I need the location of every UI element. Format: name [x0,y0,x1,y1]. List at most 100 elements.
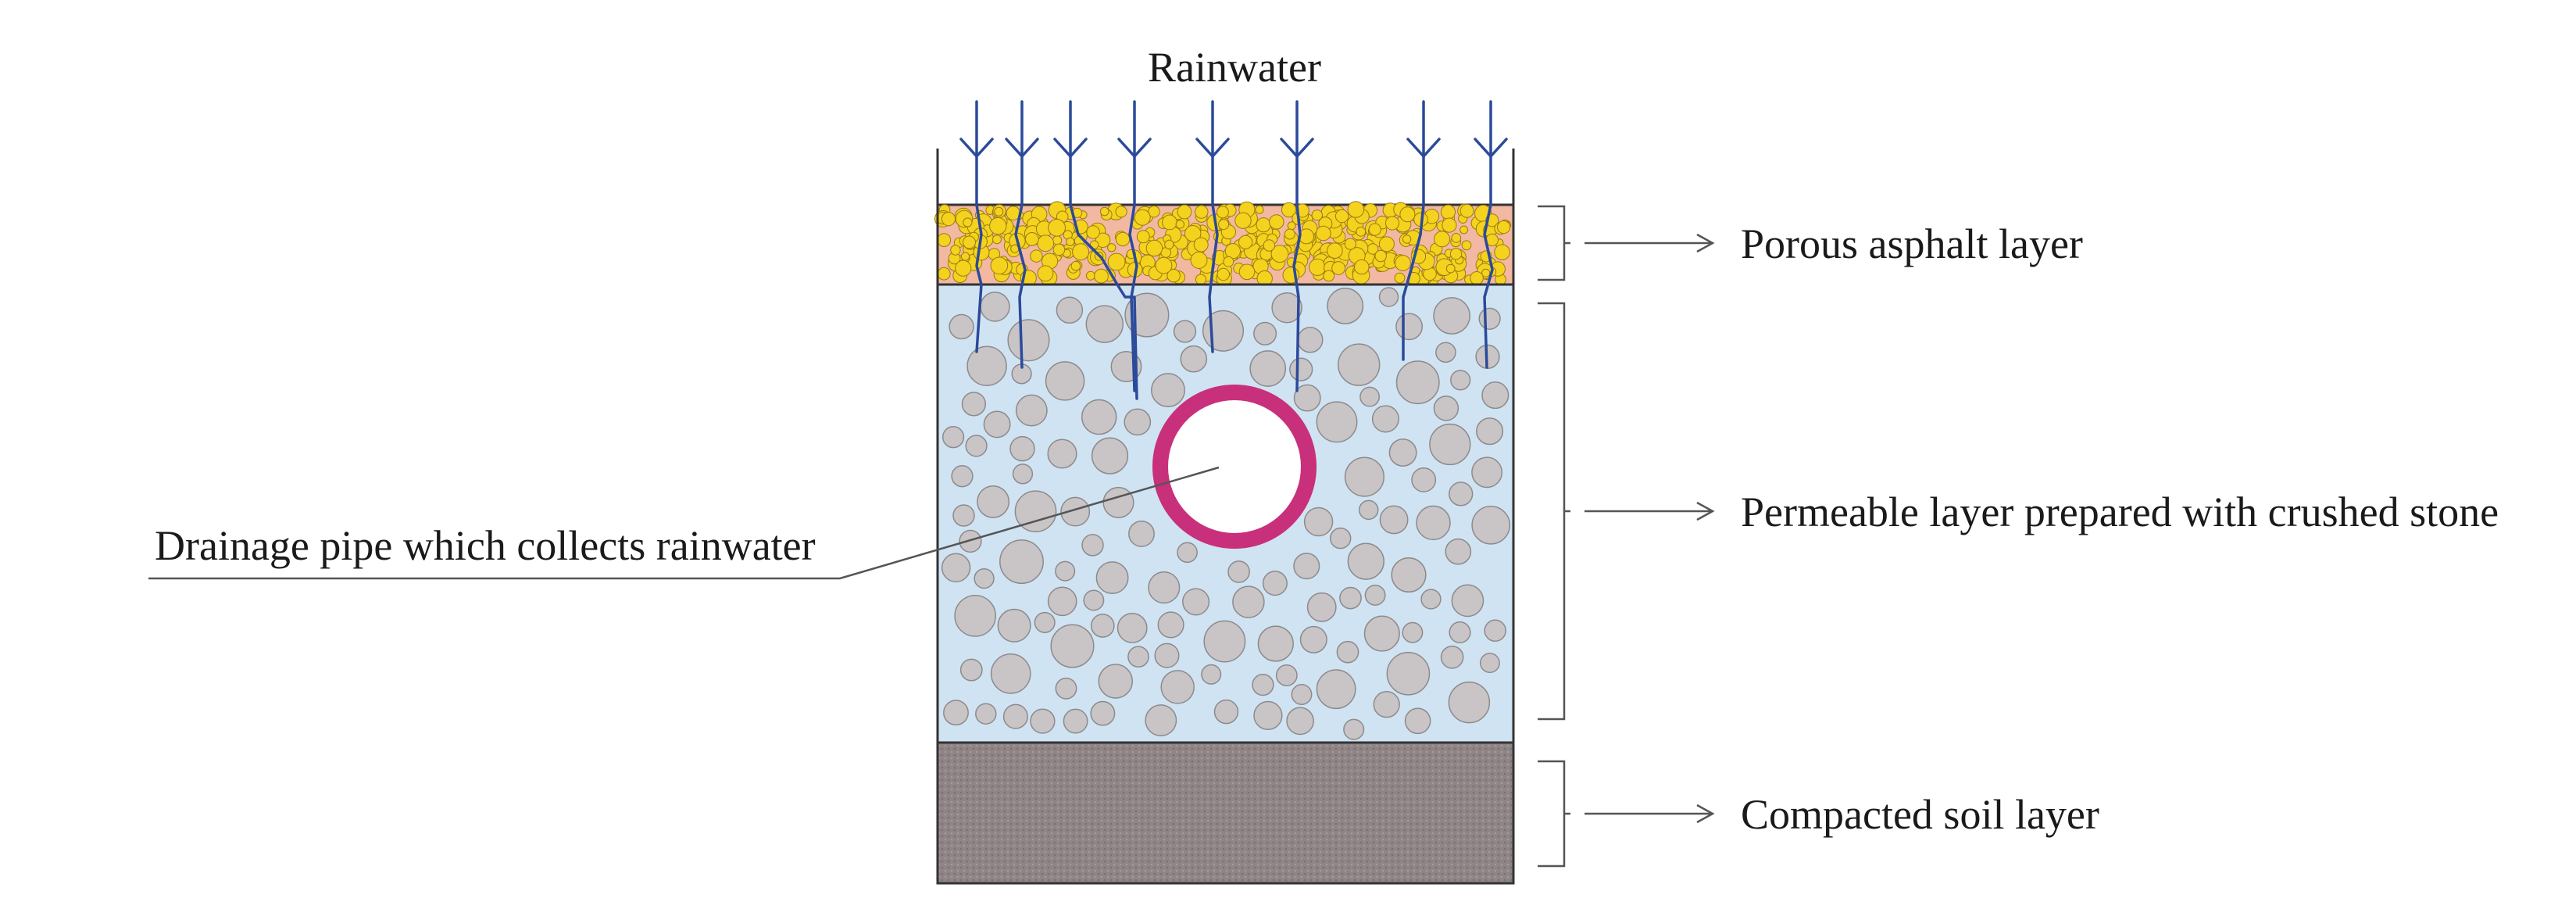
asphalt-grain [1162,214,1177,231]
asphalt-grain [990,256,1009,275]
crushed-stone [1411,467,1437,492]
crushed-stone [1090,700,1116,726]
crushed-stone [1451,584,1485,618]
crushed-stone [1182,588,1210,616]
asphalt-grain [1086,225,1100,239]
asphalt-grain [1461,240,1472,251]
crushed-stone [1012,464,1034,485]
asphalt-grain [1037,234,1055,252]
crushed-stone [1363,615,1400,652]
crushed-stone [1252,673,1274,696]
crushed-stone [1358,499,1379,521]
crushed-stone [1090,614,1115,638]
crushed-stone [1015,394,1048,427]
asphalt-grain [1394,272,1406,284]
crushed-stone [1481,381,1510,410]
asphalt-grain [992,234,1002,245]
rain-infiltration-line [975,100,983,353]
asphalt-grain [1309,258,1327,276]
rain-arrowhead [1474,138,1508,158]
crushed-stone [1151,373,1185,408]
crushed-stone [990,653,1031,694]
crushed-stone [1433,396,1459,421]
asphalt-grain [1164,239,1174,249]
asphalt-grain [1095,232,1111,248]
crushed-stone [941,426,965,449]
asphalt-grain [1238,234,1253,249]
crushed-stone [1232,585,1265,618]
asphalt-grain [1115,206,1127,218]
crushed-stone [1271,292,1302,324]
crushed-stone [1364,584,1386,606]
crushed-stone [1337,343,1381,386]
crushed-stone [1091,437,1129,474]
asphalt-grain [1167,269,1181,283]
asphalt-grain [1459,204,1474,218]
asphalt-grain [937,267,951,281]
crushed-stone [1180,345,1208,373]
crushed-stone [1291,684,1313,705]
crushed-stone [1440,645,1464,669]
asphalt-grain [1072,243,1090,261]
crushed-stone [974,567,995,589]
crushed-stone [983,410,1011,439]
asphalt-grain [1334,209,1349,224]
crushed-stone [1063,708,1088,734]
crushed-stone [1316,669,1356,710]
crushed-stone [1128,520,1155,547]
asphalt-grain [1368,223,1381,236]
rain-infiltration-line [1208,100,1219,353]
crushed-stone [1157,611,1184,639]
crushed-stone [1117,612,1148,643]
crushed-stone [1095,561,1129,595]
asphalt-grain [1115,231,1131,247]
crushed-stone [1081,399,1117,435]
crushed-stone [1448,681,1491,724]
asphalt-grain [1445,263,1456,274]
asphalt-grain [1269,214,1284,230]
crushed-stone [1359,386,1381,407]
crushed-stone [1083,589,1105,611]
crushed-stone [1293,384,1321,412]
asphalt-grain [1052,243,1066,256]
crushed-stone [1344,456,1384,497]
asphalt-grain [1107,243,1117,252]
asphalt-grain [1107,252,1126,271]
crushed-stone [1329,527,1352,549]
asphalt-grain [1384,216,1400,231]
crushed-stone [1160,670,1195,704]
crushed-stone [1047,439,1077,469]
rain-arrowhead [1117,138,1152,158]
crushed-stone [1395,313,1424,341]
crushed-stone [1203,620,1246,663]
crushed-stone [1479,653,1500,674]
crushed-stone [1227,560,1250,583]
rain-infiltration-line [1292,100,1302,392]
crushed-stone [1249,350,1287,387]
crushed-stone [1253,700,1283,731]
crushed-stone [1056,296,1084,324]
asphalt-grain [1374,249,1387,263]
asphalt-grain [1048,218,1066,237]
asphalt-grain [1195,274,1206,285]
crushed-stone [1435,342,1456,363]
asphalt-grain [1256,217,1271,233]
rain-arrowhead [959,138,994,158]
crushed-stone [1373,691,1400,718]
asphalt-grain [1316,225,1331,242]
asphalt-grain [1136,230,1150,244]
crushed-stone [1471,456,1503,489]
asphalt-grain [1218,219,1230,231]
crushed-stone [1306,592,1337,622]
crushed-stone [966,345,1007,386]
crushed-stone [1293,553,1320,580]
asphalt-grain [1099,206,1109,217]
asphalt-grain [1024,232,1039,246]
bracket-compacted-soil [1538,760,1570,868]
asphalt-grain [955,260,972,277]
asphalt-grain [1311,209,1324,221]
compacted-soil-label: Compacted soil layer [1741,791,2099,838]
porous-asphalt-label: Porous asphalt layer [1741,220,2083,267]
asphalt-grain [1459,225,1469,234]
crushed-stone [1047,586,1077,617]
